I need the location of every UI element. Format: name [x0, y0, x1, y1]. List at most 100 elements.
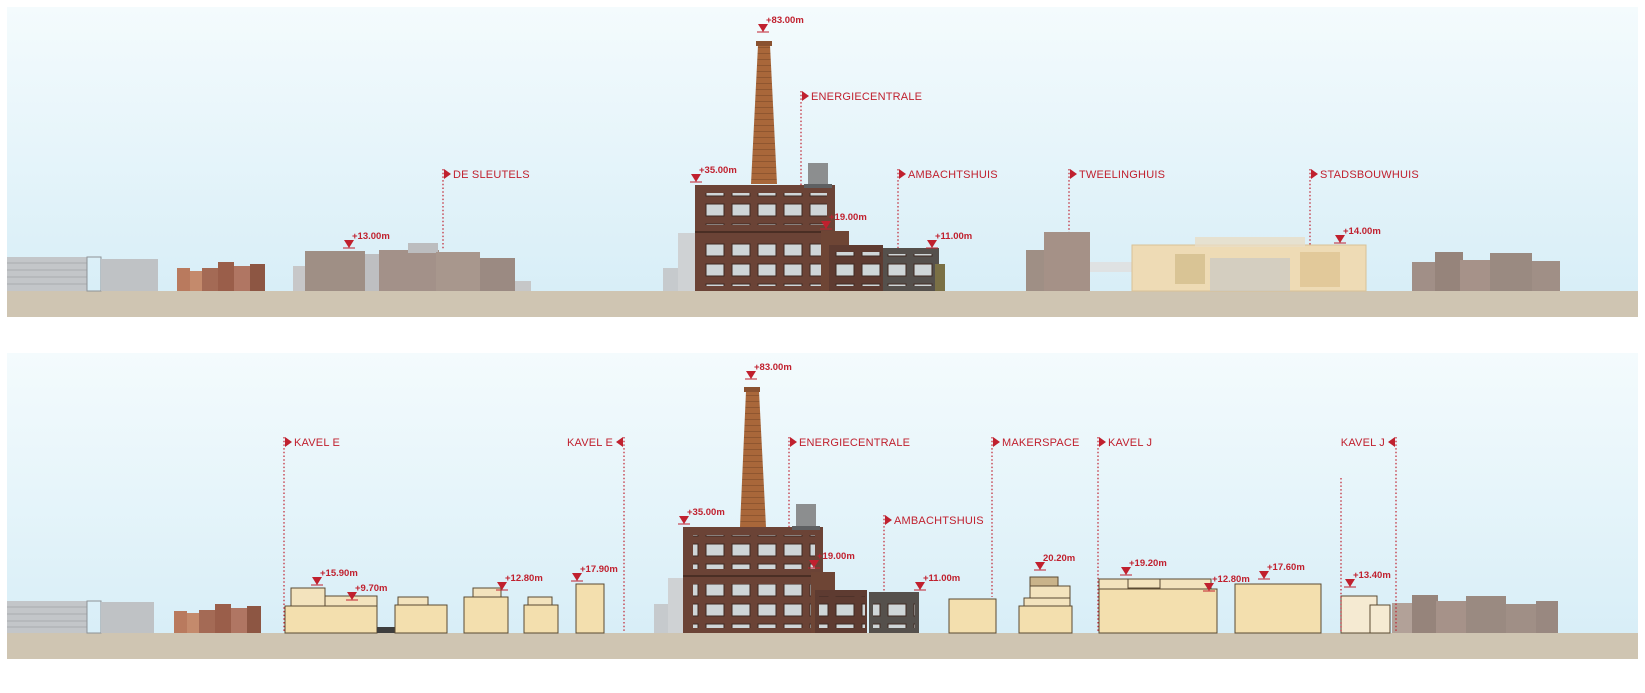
top-de-sleutels-buildings: [293, 243, 531, 291]
bottom-label-ambachtshuis-text: AMBACHTSHUIS: [894, 515, 984, 527]
top-height-chimney-value: +83.00m: [766, 15, 804, 26]
bottom-height-j2-triangle-icon: [1259, 571, 1269, 579]
top-height-hall-value: +35.00m: [699, 165, 737, 176]
top-height-hall-triangle-icon: [691, 174, 701, 182]
bottom-height-j3-value: +13.40m: [1353, 570, 1391, 581]
bottom-height-makerspace-triangle-icon: [1035, 562, 1045, 570]
bottom-label-kavel-e-left: KAVEL E: [283, 437, 340, 633]
bottom-height-chimney-triangle-icon: [746, 371, 756, 379]
top-elevation: [7, 7, 1638, 317]
bottom-height-j1-right-value: +12.80m: [1212, 574, 1250, 585]
bottom-height-j1-right-triangle-icon: [1204, 583, 1214, 591]
top-height-stadsbouwhuis: +14.00m: [1334, 226, 1381, 244]
top-water-tank: [808, 163, 828, 187]
bottom-height-makerspace: 20.20m: [1034, 553, 1075, 571]
bottom-height-ambachtshuis-value: +11.00m: [923, 573, 960, 584]
bottom-height-j3: +13.40m: [1344, 570, 1391, 588]
top-ground: [7, 291, 1638, 317]
bottom-height-annex-value: +19.00m: [817, 551, 855, 562]
bottom-height-hall: +35.00m: [678, 507, 725, 525]
bottom-height-e1-upper-value: +15.90m: [320, 568, 358, 579]
top-label-de-sleutels-arrow-icon: [444, 169, 451, 179]
top-buildings-right: [1412, 252, 1560, 291]
bottom-label-kavel-j-left: KAVEL J: [1097, 437, 1152, 633]
bottom-label-kavel-e-right-text: KAVEL E: [567, 437, 613, 449]
top-label-tweelinghuis-text: TWEELINGHUIS: [1079, 169, 1165, 181]
top-height-de-sleutels: +13.00m: [343, 231, 390, 249]
bottom-label-kavel-j-right: KAVEL J: [1341, 437, 1397, 633]
top-height-ambachtshuis-triangle-icon: [927, 240, 937, 248]
bottom-buildings-right: [1392, 595, 1558, 633]
bottom-label-kavel-j-left-text: KAVEL J: [1108, 437, 1152, 449]
top-label-stadsbouwhuis-text: STADSBOUWHUIS: [1320, 169, 1419, 181]
top-tweelinghuis: [1026, 232, 1136, 291]
bottom-height-j2: +17.60m: [1258, 562, 1305, 580]
bottom-height-e1-lower-value: +9.70m: [355, 583, 388, 594]
bottom-elevation: [7, 353, 1638, 659]
bottom-label-makerspace: MAKERSPACE: [991, 437, 1080, 597]
top-energiecentrale: [663, 41, 945, 291]
top-height-ambachtshuis-value: +11.00m: [935, 231, 972, 242]
bottom-label-energiecentrale-arrow-icon: [790, 437, 797, 447]
bottom-height-j1-right: +12.80m: [1203, 574, 1250, 592]
bottom-chimney: [740, 391, 766, 527]
top-height-annex: +19.00m: [820, 212, 867, 230]
bottom-label-ambachtshuis-arrow-icon: [885, 515, 892, 525]
bottom-grey-building-left: [7, 600, 154, 634]
top-label-energiecentrale-arrow-icon: [802, 91, 809, 101]
bottom-height-e1-upper-triangle-icon: [312, 577, 322, 585]
bottom-height-ambachtshuis-triangle-icon: [915, 582, 925, 590]
bottom-height-e3: +12.80m: [496, 573, 543, 591]
bottom-height-e1-lower: +9.70m: [346, 583, 388, 601]
bottom-height-j1-value: +19.20m: [1129, 558, 1167, 569]
bottom-height-chimney: +83.00m: [745, 362, 792, 380]
bottom-height-hall-triangle-icon: [679, 516, 689, 524]
top-height-de-sleutels-value: +13.00m: [352, 231, 390, 242]
bottom-kavel-e-volumes: [284, 583, 605, 634]
top-label-de-sleutels-text: DE SLEUTELS: [453, 169, 530, 181]
bottom-height-j1-triangle-icon: [1121, 567, 1131, 575]
height-markers: +83.00m +35.00m +19.00m +11.00m +13.00m +14.0…: [311, 15, 1391, 601]
bottom-energiecentrale: [654, 387, 919, 633]
bottom-label-makerspace-text: MAKERSPACE: [1002, 437, 1080, 449]
top-brick-row: [177, 262, 265, 291]
bottom-label-kavel-j-right-arrow-icon: [1388, 437, 1395, 447]
bottom-label-energiecentrale-text: ENERGIECENTRALE: [799, 437, 910, 449]
bottom-label-kavel-e-left-arrow-icon: [285, 437, 292, 447]
top-height-ambachtshuis: +11.00m: [926, 231, 972, 249]
bottom-label-makerspace-arrow-icon: [993, 437, 1000, 447]
top-height-annex-triangle-icon: [821, 221, 831, 229]
top-label-tweelinghuis-arrow-icon: [1070, 169, 1077, 179]
bottom-height-j3-triangle-icon: [1345, 579, 1355, 587]
top-height-de-sleutels-triangle-icon: [344, 240, 354, 248]
bottom-height-makerspace-value: 20.20m: [1043, 553, 1075, 564]
top-label-tweelinghuis: TWEELINGHUIS: [1068, 169, 1165, 232]
bottom-label-energiecentrale: ENERGIECENTRALE: [788, 437, 910, 527]
bottom-height-hall-value: +35.00m: [687, 507, 725, 518]
bottom-label-kavel-e-right-arrow-icon: [616, 437, 623, 447]
top-height-stadsbouwhuis-triangle-icon: [1335, 235, 1345, 243]
bottom-height-annex-triangle-icon: [809, 560, 819, 568]
bottom-height-ambachtshuis: +11.00m: [914, 573, 960, 591]
bottom-height-j1: +19.20m: [1120, 558, 1167, 576]
bottom-ground: [7, 633, 1638, 659]
top-label-stadsbouwhuis-arrow-icon: [1311, 169, 1318, 179]
bottom-label-kavel-j-left-arrow-icon: [1099, 437, 1106, 447]
bottom-height-e3-triangle-icon: [497, 582, 507, 590]
top-label-energiecentrale-text: ENERGIECENTRALE: [811, 91, 922, 103]
top-height-chimney: +83.00m: [757, 15, 804, 33]
bottom-label-kavel-e-right: KAVEL E: [567, 437, 625, 633]
bottom-height-e5-triangle-icon: [572, 573, 582, 581]
top-chimney: [751, 45, 777, 184]
top-height-annex-value: +19.00m: [829, 212, 867, 223]
bottom-height-e5-value: +17.90m: [580, 564, 618, 575]
top-height-stadsbouwhuis-value: +14.00m: [1343, 226, 1381, 237]
bottom-height-e1-lower-triangle-icon: [347, 592, 357, 600]
bottom-label-kavel-e-left-text: KAVEL E: [294, 437, 340, 449]
top-label-ambachtshuis: AMBACHTSHUIS: [897, 169, 998, 248]
bottom-height-j2-value: +17.60m: [1267, 562, 1305, 573]
top-label-ambachtshuis-arrow-icon: [899, 169, 906, 179]
top-stadsbouwhuis: [1131, 237, 1367, 292]
